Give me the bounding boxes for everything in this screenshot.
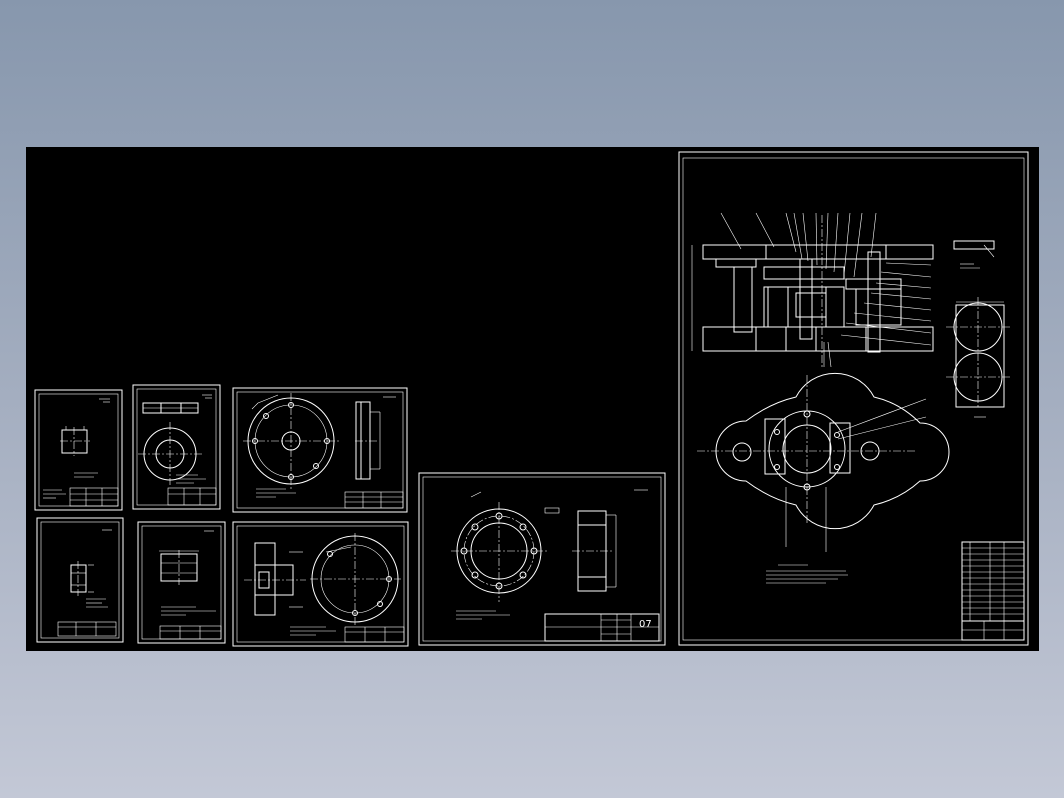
strip-layout-detail [946,240,1011,418]
sheet-b[interactable] [132,384,221,510]
plan-view [697,372,950,552]
sheet-a[interactable] [34,389,123,511]
section-view [691,215,934,368]
drawing-canvas[interactable]: 07 [26,147,1039,651]
sheet-g[interactable]: 07 [418,472,666,646]
drawing-number: 07 [639,619,652,630]
parts-list [961,541,1025,641]
cad-sheets: 07 [34,151,1029,647]
balloon-leaders-top [720,212,877,278]
sheet-f[interactable] [232,521,409,647]
technical-notes [766,564,848,584]
sheet-c[interactable] [232,387,408,513]
balloon-leaders-right [840,262,932,346]
sheet-e[interactable] [137,521,226,644]
sheet-main-assembly[interactable] [678,151,1029,646]
sheet-d[interactable] [36,517,124,643]
